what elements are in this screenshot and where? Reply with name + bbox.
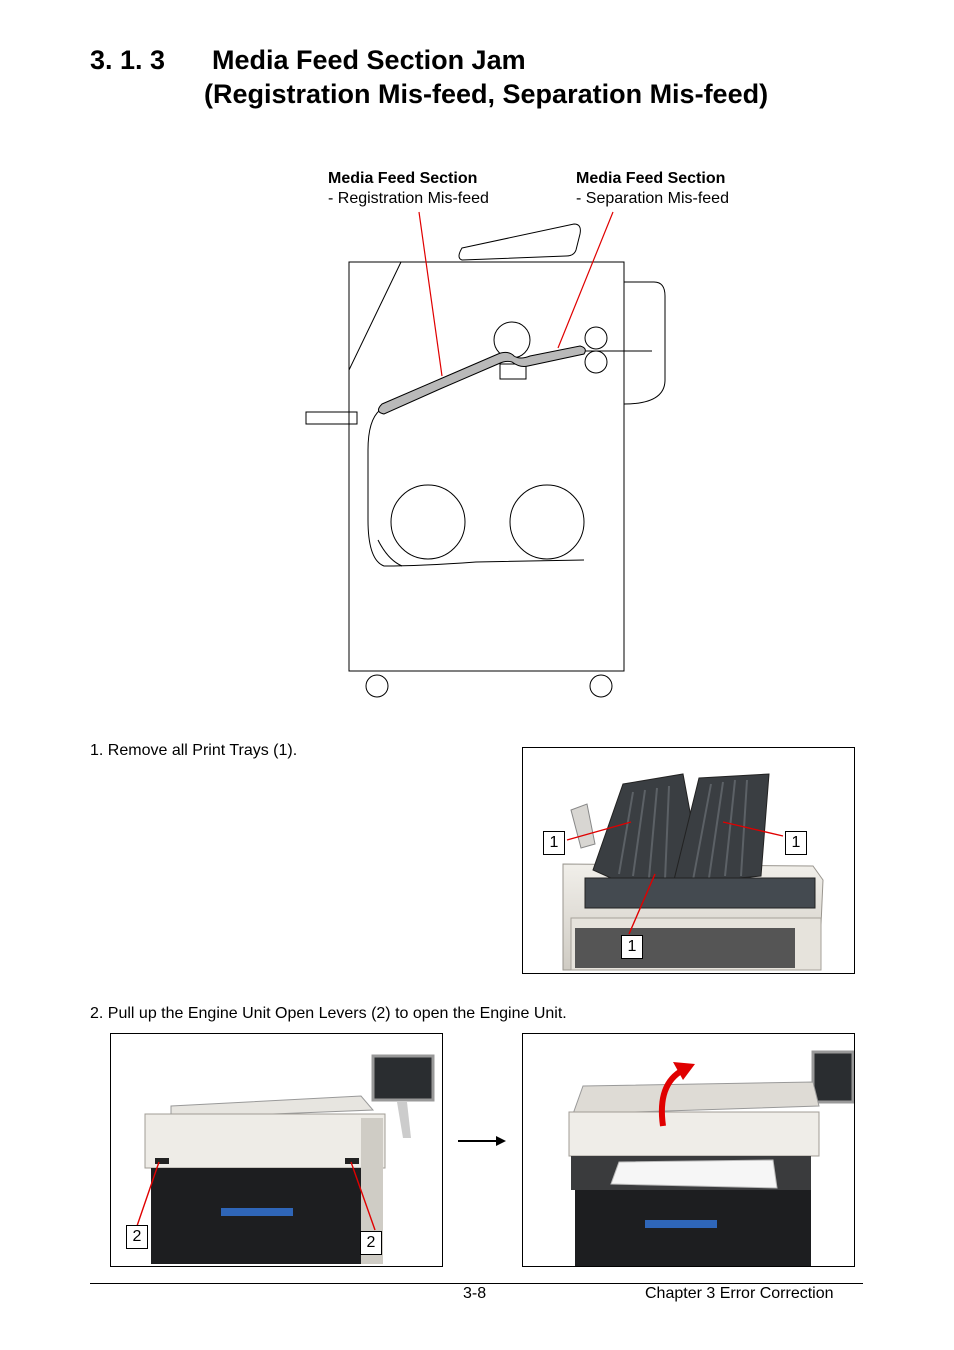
- callout-registration: Media Feed Section - Registration Mis-fe…: [328, 169, 489, 209]
- output-cover: [623, 281, 666, 405]
- label-lever-right: 2: [360, 1231, 382, 1255]
- callout-separation: Media Feed Section - Separation Mis-feed: [576, 169, 729, 209]
- manual-feed-slot: [305, 411, 358, 425]
- photo-engine-open: [522, 1033, 855, 1267]
- caster-right: [589, 674, 613, 698]
- photo-print-trays: 1 1 1: [522, 747, 855, 974]
- media-feed-diagram: [305, 211, 666, 698]
- callout-separation-sub: - Separation Mis-feed: [576, 190, 729, 207]
- leader-separation: [557, 211, 614, 349]
- caster-left: [365, 674, 389, 698]
- media-roll-2: [509, 484, 585, 560]
- footer-rule: [90, 1283, 863, 1284]
- sensor-block: [499, 363, 527, 380]
- section-number: 3. 1. 3: [90, 45, 166, 75]
- callout-registration-sub: - Registration Mis-feed: [328, 190, 489, 207]
- machine-front-slope: [348, 261, 402, 392]
- callout-separation-title: Media Feed Section: [576, 170, 726, 187]
- right-roller-bottom: [584, 350, 608, 374]
- arrow-right-icon: [458, 1136, 506, 1146]
- page-number: 3-8: [463, 1285, 487, 1302]
- leader-registration: [418, 211, 443, 377]
- chapter-title: Chapter 3 Error Correction: [645, 1285, 834, 1302]
- photo-engine-levers: 2 2: [110, 1033, 443, 1267]
- top-tray-outline: [458, 223, 581, 261]
- section-title-line2: (Registration Mis-feed, Separation Mis-f…: [204, 79, 769, 109]
- upper-roller: [493, 321, 531, 359]
- label-print-tray-center: 1: [621, 935, 643, 959]
- paper-path: [367, 409, 585, 567]
- step-1-text: 1. Remove all Print Trays (1).: [90, 742, 298, 759]
- paper-path-lower: [377, 539, 403, 567]
- callout-registration-title: Media Feed Section: [328, 170, 478, 187]
- right-roller-top: [584, 326, 608, 350]
- label-print-tray-right: 1: [785, 831, 807, 855]
- media-roll-1: [390, 484, 466, 560]
- label-lever-left: 2: [126, 1225, 148, 1249]
- feed-guide: [378, 345, 586, 415]
- section-title-line1: Media Feed Section Jam: [212, 45, 526, 75]
- machine-body: [348, 261, 625, 672]
- label-print-tray-left: 1: [543, 831, 565, 855]
- step-2-text: 2. Pull up the Engine Unit Open Levers (…: [90, 1005, 567, 1022]
